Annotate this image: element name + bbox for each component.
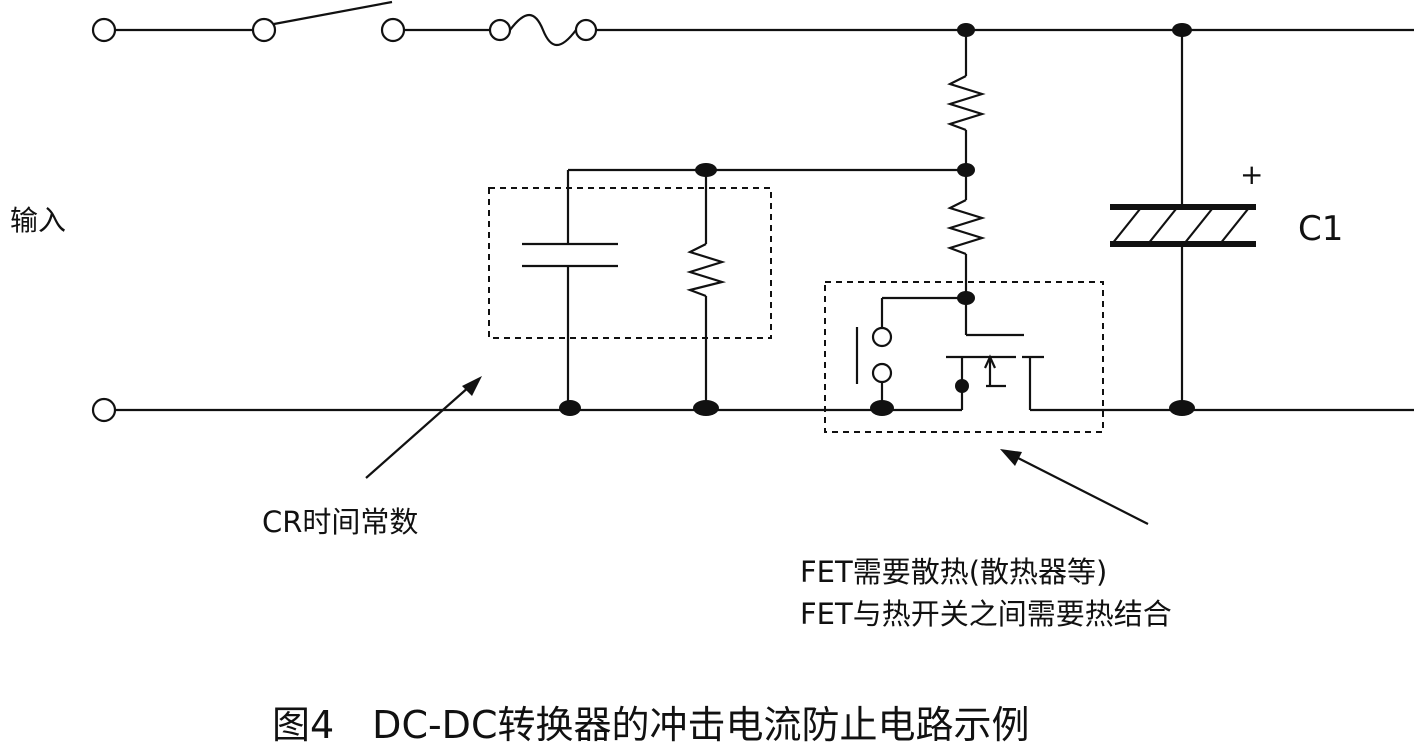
junction-dot bbox=[957, 23, 975, 37]
fet-thermal-coupling-note: FET与热开关之间需要热结合 bbox=[800, 597, 1172, 631]
upper-resistor bbox=[946, 30, 986, 170]
junction-dot bbox=[693, 400, 719, 416]
cr-capacitor bbox=[522, 170, 618, 410]
junction-dot bbox=[1172, 23, 1192, 37]
input-label: 输入 bbox=[10, 204, 66, 237]
input-terminal-bottom bbox=[91, 397, 117, 423]
fet-heatsink-note: FET需要散热(散热器等) bbox=[800, 555, 1107, 589]
junction-dot bbox=[870, 400, 894, 416]
fet-pointer-arrow bbox=[1000, 449, 1149, 525]
cr-pointer-arrow bbox=[365, 376, 482, 479]
junction-dot bbox=[955, 379, 969, 393]
junction-dot bbox=[559, 400, 581, 416]
c1-capacitor bbox=[1110, 30, 1256, 410]
fet-thermal-box bbox=[824, 281, 1104, 433]
cr-network-box bbox=[488, 187, 772, 339]
figure-caption: 图4 DC-DC转换器的冲击电流防止电路示例 bbox=[272, 703, 1029, 747]
cr-resistor bbox=[686, 170, 727, 410]
input-terminal-top bbox=[91, 17, 117, 43]
cr-time-constant-label: CR时间常数 bbox=[262, 505, 418, 539]
thermal-switch bbox=[855, 296, 966, 410]
c1-label: C1 bbox=[1298, 209, 1343, 249]
c1-plus-sign: + bbox=[1240, 158, 1263, 191]
lower-resistor bbox=[946, 170, 986, 298]
fet-transistor bbox=[946, 298, 1044, 410]
power-switch bbox=[251, 0, 406, 43]
junction-dot bbox=[1169, 400, 1195, 416]
fuse bbox=[488, 13, 598, 47]
